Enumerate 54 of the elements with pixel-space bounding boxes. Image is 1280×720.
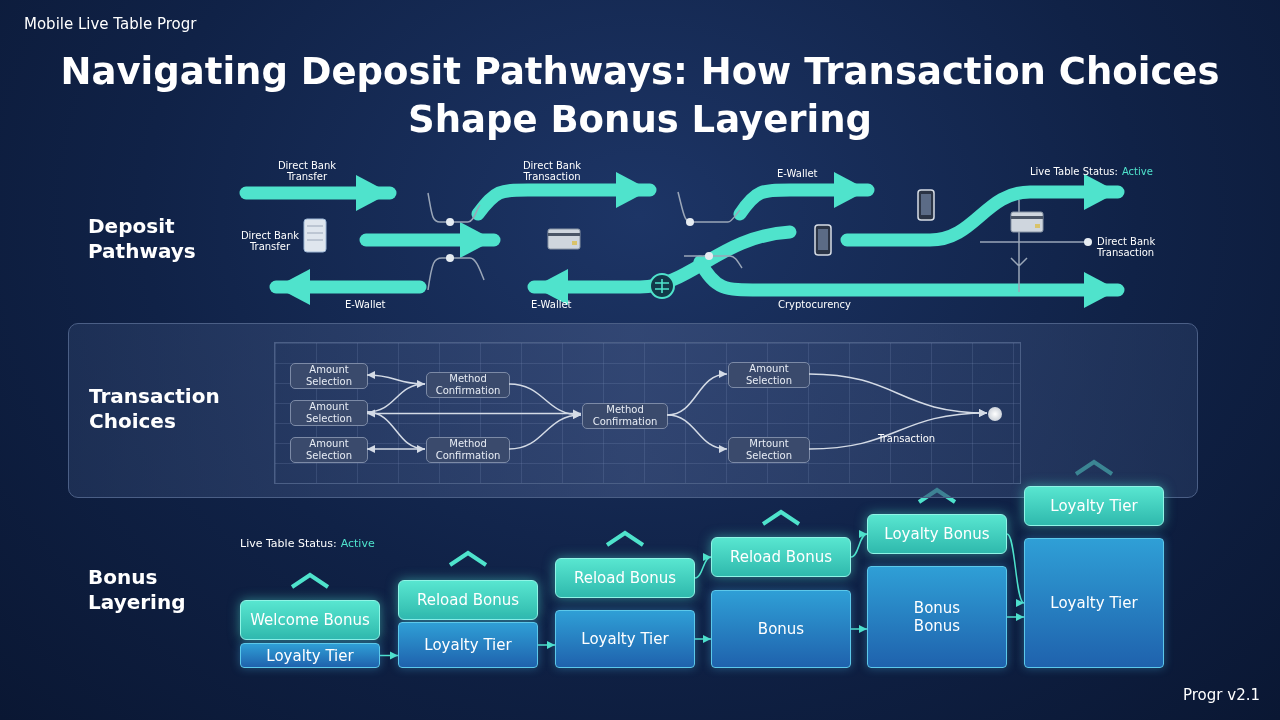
- process-box: Method Confirmation: [582, 403, 668, 429]
- bonus-box: Loyalty Tier: [1024, 486, 1164, 526]
- title: Navigating Deposit Pathways: How Transaction Choices Shape Bonus Layering: [59, 49, 1221, 143]
- process-box: Amount Selection: [290, 437, 368, 463]
- arrow: [1006, 613, 1025, 621]
- bonus-box: Loyalty Bonus: [867, 514, 1007, 554]
- text-label: Direct Bank Transfer: [240, 230, 300, 252]
- process-box: Amount Selection: [290, 400, 368, 426]
- text-label: Direct Bank Transaction: [522, 160, 582, 182]
- arrow: [508, 411, 582, 450]
- tier-box: Bonus Bonus: [867, 566, 1007, 668]
- text-label: Active: [340, 537, 375, 550]
- arrow: [808, 409, 988, 450]
- text-label: Live Table Status:: [240, 537, 337, 550]
- tier-box: Bonus: [711, 590, 851, 668]
- header-text: Progr v2.1: [1183, 686, 1260, 704]
- tier-box: Loyalty Tier: [555, 610, 695, 668]
- text-label: Live Table Status:: [1030, 166, 1118, 177]
- tier-box: Loyalty Tier: [240, 643, 380, 668]
- section-heading: Transaction Choices: [89, 384, 221, 434]
- process-box: Method Confirmation: [426, 437, 510, 463]
- bonus-box: Reload Bonus: [555, 558, 695, 598]
- process-box: Method Confirmation: [426, 372, 510, 398]
- bonus-box: Reload Bonus: [398, 580, 538, 620]
- section-heading: Deposit Pathways: [88, 214, 196, 263]
- arrow: [1006, 533, 1025, 604]
- text-label: Cryptocurency: [778, 299, 852, 310]
- bonus-box: Welcome Bonus: [240, 600, 380, 640]
- section-heading: Bonus Layering: [88, 565, 186, 614]
- arrow: [537, 641, 556, 649]
- tier-box: Loyalty Tier: [398, 622, 538, 668]
- arrow: [666, 414, 728, 453]
- tier-box: Loyalty Tier: [1024, 538, 1164, 668]
- text-label: E-Wallet: [531, 299, 572, 310]
- arrow: [366, 409, 582, 418]
- text-label: Direct Bank Transfer: [277, 160, 337, 182]
- process-box: Amount Selection: [290, 363, 368, 389]
- arrow: [694, 554, 712, 579]
- process-box: Mrtount Selection: [728, 437, 810, 463]
- arrow: [850, 625, 868, 633]
- text-label: Transaction: [878, 433, 936, 444]
- process-box: Amount Selection: [728, 362, 810, 388]
- arrow: [379, 651, 399, 660]
- text-label: Direct Bank Transaction: [1097, 236, 1156, 258]
- section-panel: [68, 323, 1198, 498]
- text-label: Active: [1121, 166, 1153, 177]
- end-circle: [988, 407, 1002, 421]
- text-label: E-Wallet: [777, 168, 818, 179]
- header-text: Mobile Live Table Progr: [24, 15, 197, 33]
- arrow: [694, 635, 712, 643]
- text-label: E-Wallet: [345, 299, 386, 310]
- arrow: [366, 445, 426, 453]
- arrow: [850, 532, 868, 558]
- bonus-box: Reload Bonus: [711, 537, 851, 577]
